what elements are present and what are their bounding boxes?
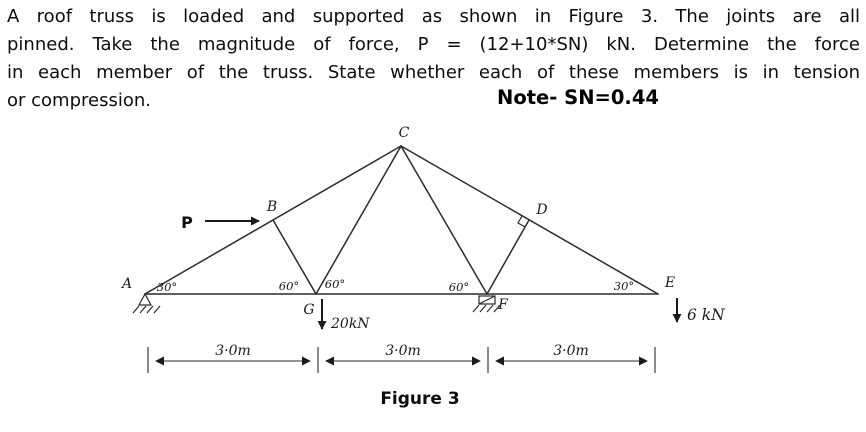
dim-label-seg3: 3·0m [553,343,589,359]
dim-label-seg1: 3·0m [215,343,251,359]
right-angle-mark-d [517,215,526,228]
angle-at-a: 30° [157,280,177,294]
joint-labels: A B C D E F G [120,125,675,318]
member-cf [400,145,488,295]
roller-diagonal [478,295,496,305]
hatch-mark [132,305,140,314]
hatch-mark [146,305,154,314]
dim-label-seg2: 3·0m [385,343,421,359]
load-labels: P 20kN 6 kN [181,213,726,332]
angle-g-left: 60° [279,279,299,293]
load-20kn-label: 20kN [330,316,370,332]
member-bg [272,219,317,295]
joint-label-b: B [266,199,277,215]
problem-line-3: in each member of the truss. State wheth… [7,62,860,83]
hatch-mark [486,304,494,313]
force-p-label: P [181,213,193,232]
load-6kn-label: 6 kN [687,306,726,324]
sn-note: Note- SN=0.44 [497,86,659,109]
truss-figure: A B C D E F G 30° 60° 60° 60° 30° P 20kN… [120,125,726,409]
problem-statement: A roof truss is loaded and supported as … [0,0,866,115]
hatch-mark [493,304,501,313]
problem-line-2: pinned. Take the magnitude of force, P =… [7,34,860,55]
hatch-mark [479,304,487,313]
roller-block [478,295,496,305]
figure-caption: Figure 3 [380,389,459,409]
joint-label-f: F [497,297,509,313]
member-fd [486,219,530,295]
problem-line-1: A roof truss is loaded and supported as … [7,6,860,27]
truss-members [144,145,659,295]
joint-label-g: G [303,302,314,318]
angle-at-e: 30° [614,279,634,293]
dimension-lines [147,347,656,373]
load-arrows [205,216,682,330]
hatch-mark [153,305,161,314]
angle-g-right: 60° [325,277,345,291]
member-gc [315,145,402,295]
joint-label-a: A [120,276,132,292]
dimension-labels: 3·0m 3·0m 3·0m [215,343,589,359]
joint-label-c: C [399,125,410,141]
hatch-mark [139,305,147,314]
problem-line-4-text: or compression. [7,90,151,111]
joint-label-d: D [535,202,547,218]
joint-label-e: E [664,275,675,291]
angle-at-f: 60° [449,280,469,294]
roller-support-f [472,295,501,313]
hatch-mark [472,304,480,313]
pin-triangle [137,292,153,306]
problem-line-4: or compression. Note- SN=0.44 [7,86,860,115]
angle-labels: 30° 60° 60° 60° 30° [157,277,634,294]
pin-support-a [132,292,161,314]
